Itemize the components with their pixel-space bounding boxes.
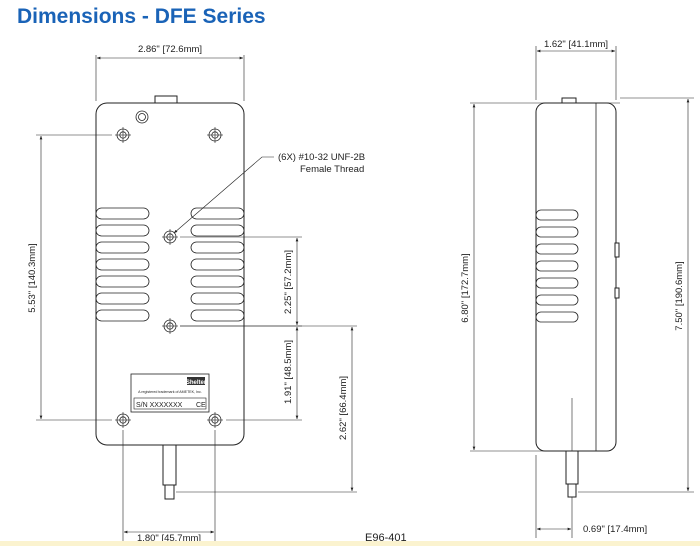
load-shaft bbox=[162, 444, 177, 500]
vent-slots-left bbox=[95, 207, 150, 322]
front-hole-spacing-dim: 5.53" [140.3mm] bbox=[27, 243, 38, 312]
label-trademark: A registered trademark of AMETEK, Inc. bbox=[138, 390, 202, 394]
product-label: Shelter A registered trademark of AMETEK… bbox=[130, 373, 210, 413]
thread-callout-line2: Female Thread bbox=[300, 164, 364, 175]
bottom-strip bbox=[0, 541, 700, 546]
side-shaft-offset-dim: 0.69" [17.4mm] bbox=[583, 524, 647, 535]
front-view: Shelter A registered trademark of AMETEK… bbox=[27, 44, 365, 544]
side-body bbox=[535, 102, 617, 452]
front-width-dim: 2.86" [72.6mm] bbox=[138, 44, 202, 55]
front-middle-dim: 2.25" [57.2mm] bbox=[283, 250, 294, 314]
side-view: 1.62" [41.1mm] 6.80" [172.7mm] 7.50" [19… bbox=[460, 39, 694, 538]
label-brand: Shelter bbox=[186, 380, 207, 386]
label-serial: S/N XXXXXXX bbox=[136, 402, 183, 409]
front-shaft-dim: 2.62" [66.4mm] bbox=[338, 376, 349, 440]
front-horizontal-dim: 1.80" [45.7mm] bbox=[137, 533, 201, 544]
front-lower-dim: 1.91" [48.5mm] bbox=[283, 340, 294, 404]
side-body-height-dim: 6.80" [172.7mm] bbox=[460, 253, 471, 322]
label-ce-mark: CE bbox=[196, 402, 206, 409]
side-overall-height-dim: 7.50" [190.6mm] bbox=[674, 261, 685, 330]
side-vent-slots bbox=[535, 209, 579, 323]
thread-callout-line1: (6X) #10-32 UNF-2B bbox=[278, 152, 365, 163]
page-title: Dimensions - DFE Series bbox=[17, 5, 266, 28]
vent-slots-right bbox=[190, 207, 245, 322]
side-depth-dim: 1.62" [41.1mm] bbox=[544, 39, 608, 50]
